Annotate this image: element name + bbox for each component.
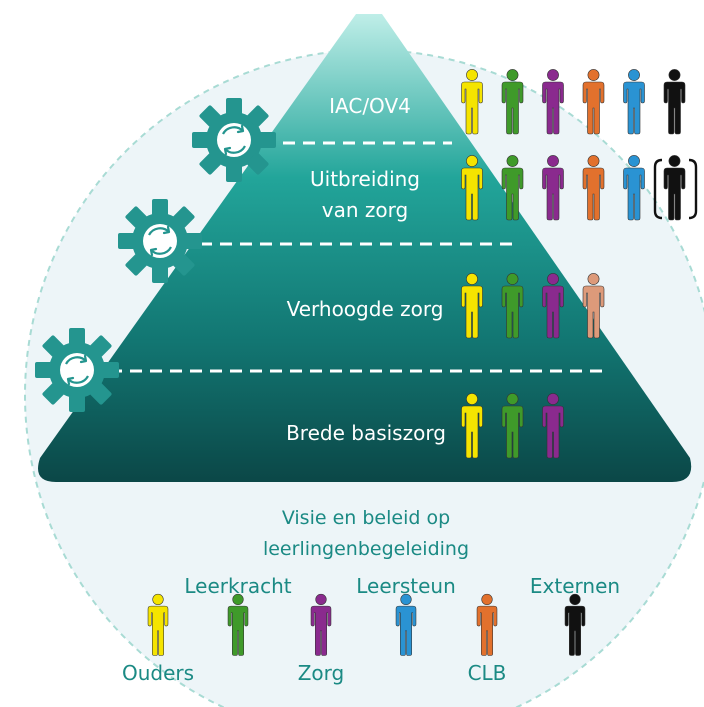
- legend-label-leerkracht: Leerkracht: [184, 574, 291, 598]
- pyramid: [38, 14, 692, 482]
- legend-label-ouders: Ouders: [122, 661, 194, 685]
- legend-label-zorg: Zorg: [298, 661, 345, 685]
- legend-label-clb: CLB: [468, 661, 507, 685]
- vision-line2: leerlingenbegeleiding: [263, 538, 469, 560]
- level-separators: [110, 141, 610, 373]
- legend-label-externen: Externen: [530, 574, 620, 598]
- level-label-brede: Brede basiszorg: [286, 421, 446, 445]
- gear-icon-2: [116, 197, 204, 285]
- person-icon-level1-blue: [623, 68, 645, 135]
- gear-icon-3: [33, 326, 121, 414]
- level-label-verhoogde: Verhoogde zorg: [287, 297, 444, 321]
- legend-label-leersteun: Leersteun: [356, 574, 456, 598]
- gear-icon-1: [190, 96, 278, 184]
- vision-line1: Visie en beleid op: [282, 507, 450, 529]
- level-label-uitbreiding-line2: van zorg: [322, 198, 408, 222]
- bracket-icon: [653, 158, 698, 220]
- level-label-iac: IAC/OV4: [329, 94, 411, 118]
- person-icon-level1-black: [663, 68, 686, 135]
- person-icon-level2-black: [663, 154, 686, 221]
- level-label-uitbreiding-line1: Uitbreiding: [310, 167, 420, 191]
- person-icon-level1-orange: [582, 68, 605, 135]
